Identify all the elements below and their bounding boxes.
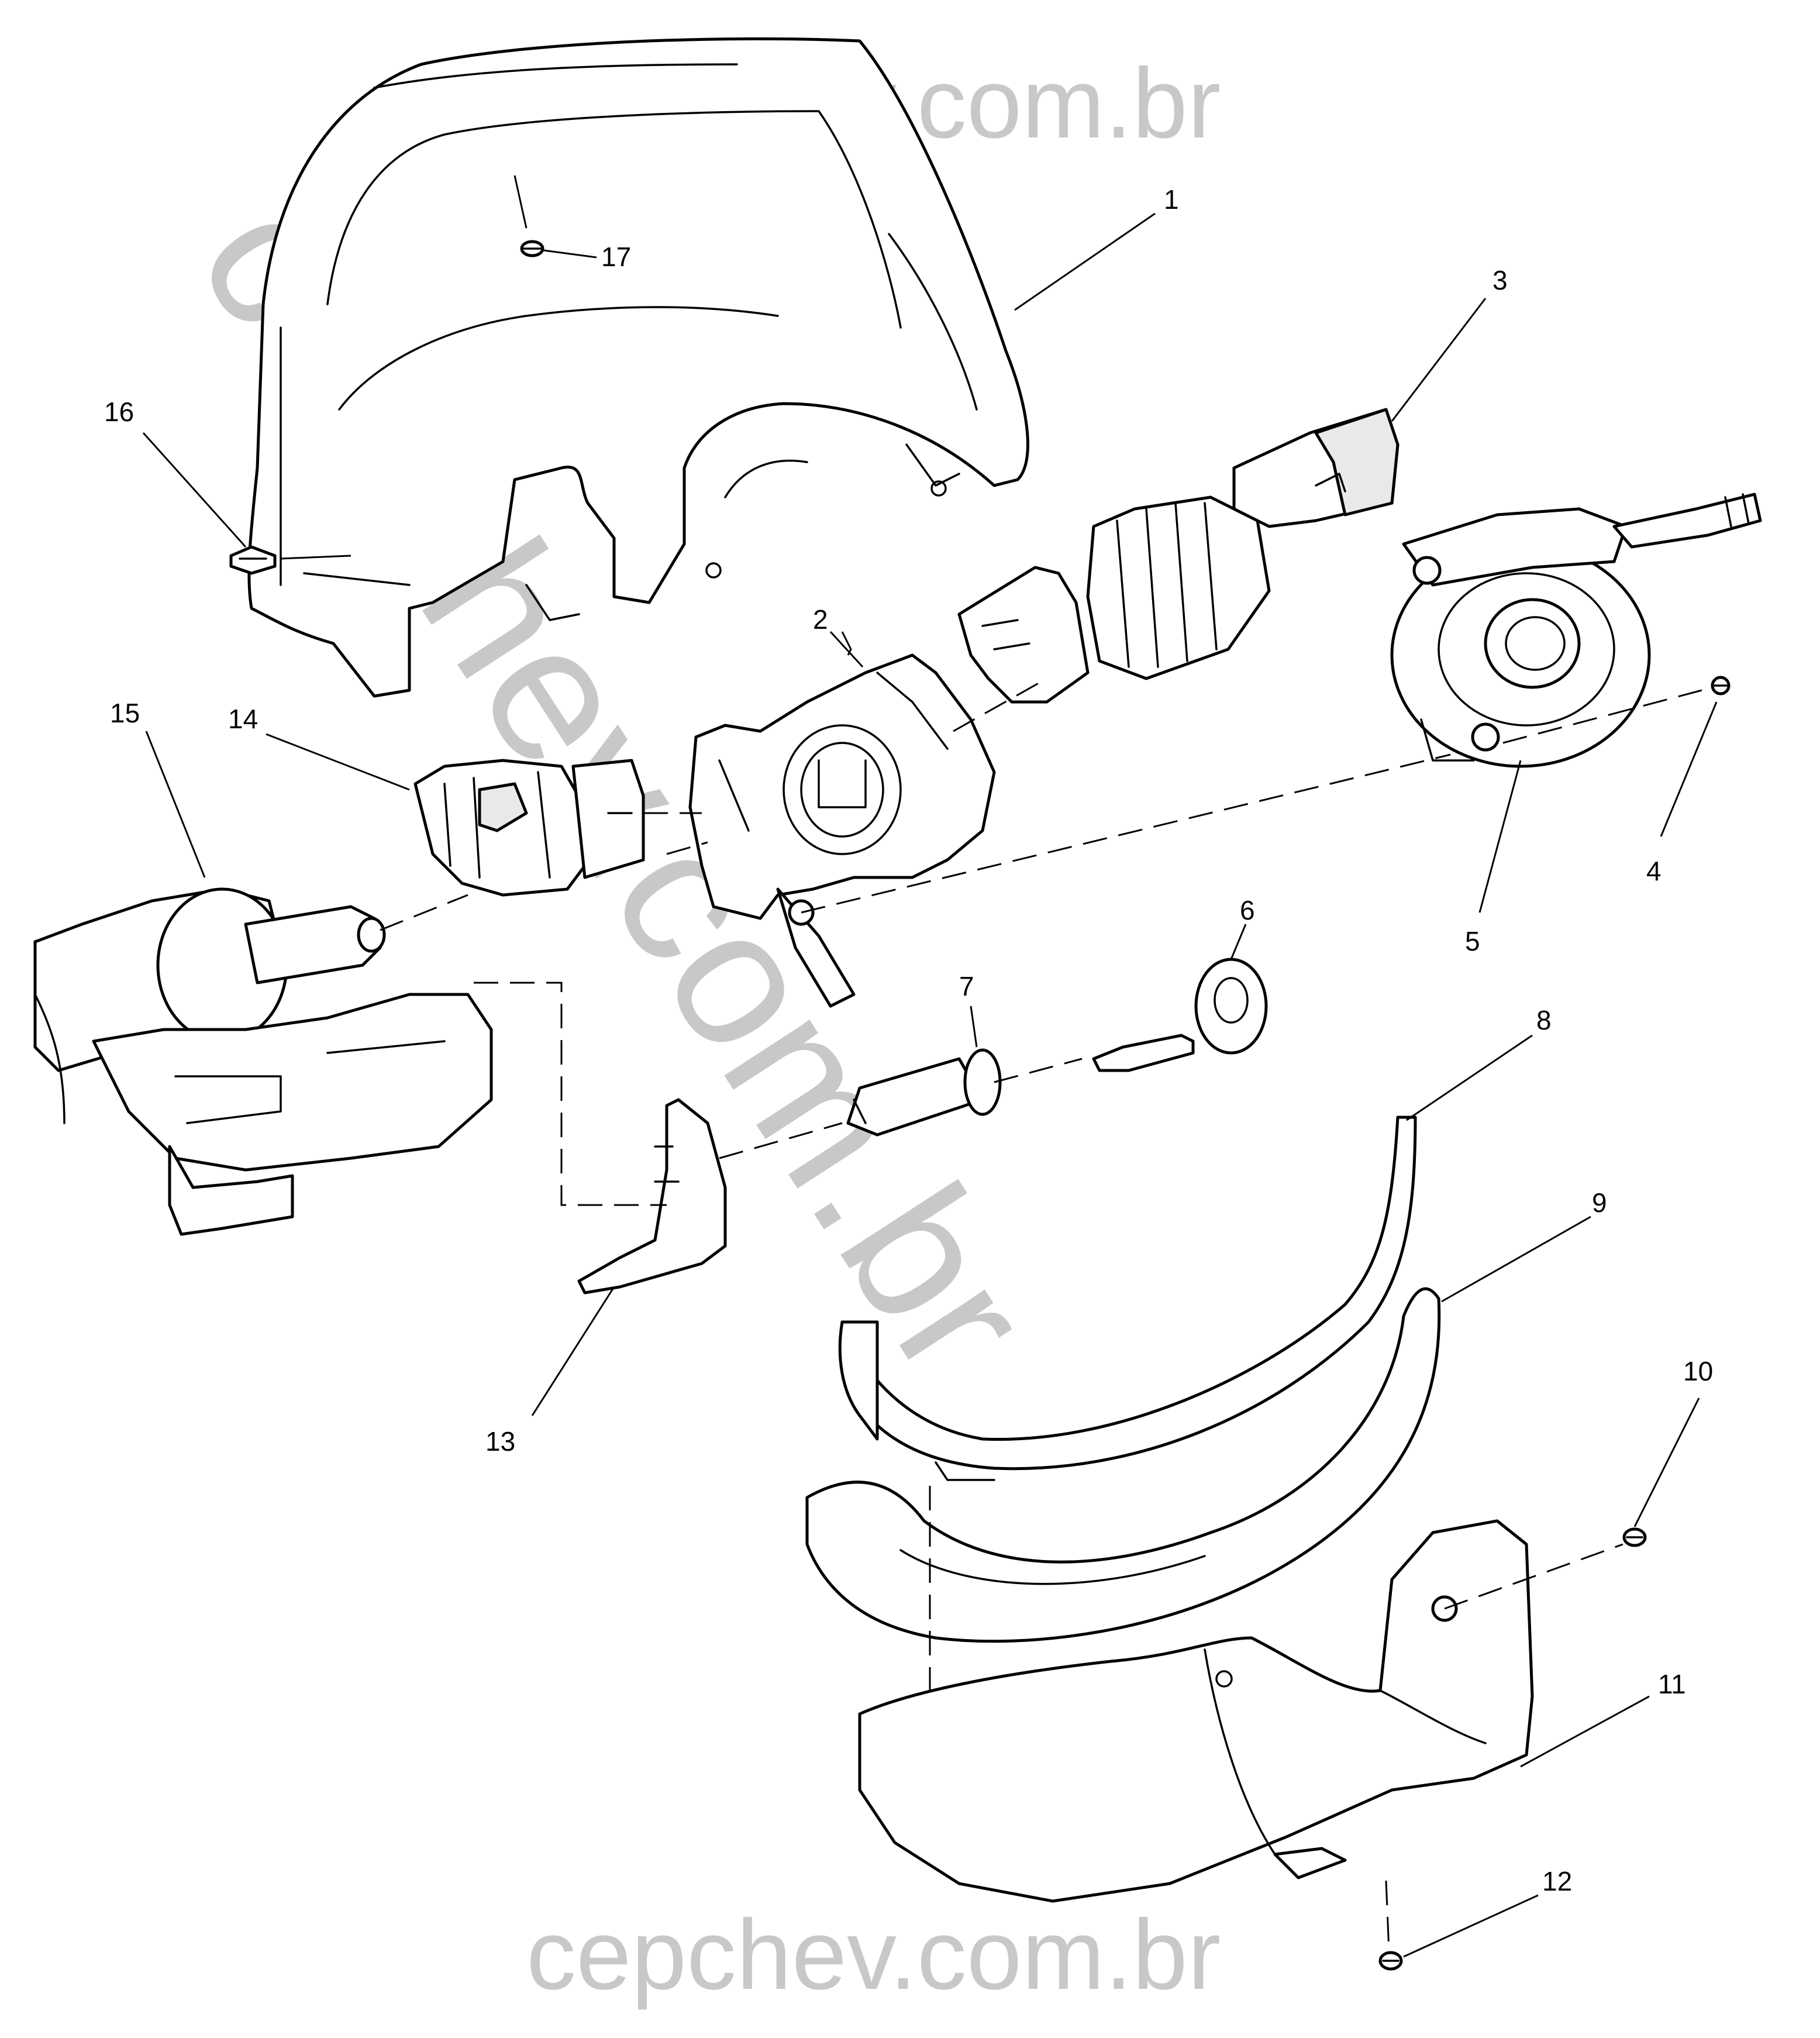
callout-8: 8 — [1536, 1005, 1552, 1035]
callout-9: 9 — [1592, 1187, 1607, 1218]
callout-3: 3 — [1492, 265, 1508, 295]
part-2-ignition-housing — [688, 653, 996, 1008]
leader-lines — [145, 212, 1700, 1958]
part-4-screw — [1660, 676, 1731, 837]
part-7-lock-cylinder — [846, 1048, 1002, 1137]
part-17-screw — [513, 175, 597, 259]
part-6-key — [1092, 958, 1268, 1072]
part-13-bezel — [577, 1098, 727, 1295]
callout-11: 11 — [1658, 1669, 1686, 1699]
part-1-upper-trim-cover — [247, 37, 1029, 698]
part-12-screw — [1378, 1951, 1403, 1971]
callout-12: 12 — [1542, 1866, 1572, 1896]
part-5-clockspring — [1390, 493, 1762, 768]
part-16-clip — [142, 432, 351, 575]
alignment-lines — [380, 677, 1702, 1951]
part-15-steering-column — [33, 887, 493, 1236]
part-8-trim-strip — [838, 1116, 1417, 1481]
callout-6: 6 — [1240, 895, 1255, 925]
part-10-screw — [1622, 1527, 1647, 1547]
callout-10: 10 — [1683, 1356, 1713, 1386]
callout-14: 14 — [228, 704, 258, 734]
callout-7: 7 — [959, 971, 974, 1001]
callout-16: 16 — [104, 397, 134, 427]
callout-labels: 1 2 3 4 5 6 7 8 9 10 11 12 13 14 15 16 1… — [104, 184, 1713, 1896]
callout-15: 15 — [110, 698, 140, 728]
part-11-lower-cover — [858, 1519, 1534, 1903]
callout-4: 4 — [1646, 856, 1662, 886]
callout-13: 13 — [485, 1426, 515, 1457]
watermark-bottom: cepchev.com.br — [526, 1899, 1221, 2011]
callout-5: 5 — [1465, 926, 1480, 956]
part-14-turn-signal-switch — [413, 759, 645, 897]
callout-2: 2 — [813, 604, 828, 635]
part-3-wiper-switch — [957, 408, 1400, 704]
callout-17: 17 — [601, 242, 631, 272]
callout-1: 1 — [1164, 184, 1179, 215]
